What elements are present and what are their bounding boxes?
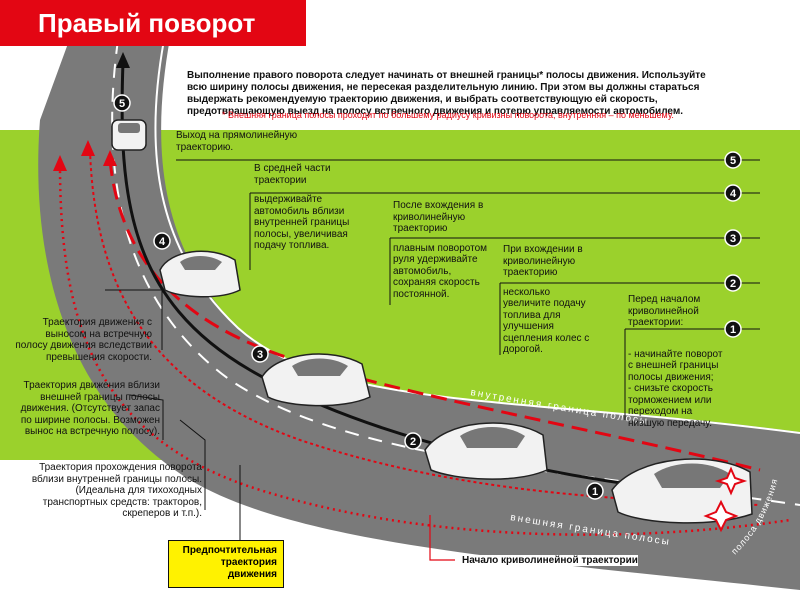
- road-surface: [38, 38, 800, 590]
- svg-text:3: 3: [730, 233, 736, 245]
- curve-start-label: Начало криволинейной траектории: [462, 555, 638, 566]
- stage-1-text: Перед началом криволинейной траектории: …: [628, 294, 723, 429]
- trajectory-outer: [89, 149, 761, 506]
- star-marker: [703, 499, 739, 533]
- svg-text:5: 5: [730, 155, 736, 167]
- trajectory-preferred: [120, 61, 721, 497]
- stage-1-column-marker: 1: [724, 320, 742, 338]
- stage-2-column-marker: 2: [724, 274, 742, 292]
- svg-text:2: 2: [730, 278, 736, 290]
- car-4: [159, 250, 241, 298]
- left-note-inner: Траектория прохождения поворота вблизи в…: [31, 462, 202, 519]
- arrow-head-outer: [81, 140, 95, 156]
- arrow-head-preferred: [116, 52, 130, 68]
- stage-4-text: В средней части траектории выдерживайте …: [254, 163, 350, 251]
- svg-text:2: 2: [410, 436, 416, 448]
- car-3: [261, 353, 371, 407]
- stage-1-marker: 1: [586, 482, 604, 500]
- stage-5-text: Выход на прямолинейную траекторию.: [176, 130, 298, 153]
- stage-4-marker: 4: [153, 232, 171, 250]
- stage-5-column-marker: 5: [724, 151, 742, 169]
- preferred-trajectory-label: Предпочтительная траектория движения: [168, 540, 284, 588]
- svg-text:4: 4: [159, 236, 166, 248]
- left-note-overshoot: Траектория движения с выносом на встречн…: [15, 317, 152, 363]
- stage-3-text: После вхождения в криволинейную траектор…: [393, 200, 488, 300]
- stage-3-column-marker: 3: [724, 229, 742, 247]
- leader-left-2: [129, 394, 164, 440]
- arrow-head-inner: [103, 150, 117, 166]
- svg-text:4: 4: [730, 188, 737, 200]
- stage-2-marker: 2: [404, 432, 422, 450]
- intro-text: Выполнение правого поворота следует начи…: [187, 70, 706, 117]
- svg-text:5: 5: [119, 98, 125, 110]
- leader-left-1: [105, 289, 163, 350]
- arrow-head-overshoot: [53, 155, 67, 171]
- footnote: * Внешняя граница полосы проходит по бол…: [222, 110, 674, 120]
- stage-2-text: При вхождении в криволинейную траекторию…: [503, 244, 590, 355]
- stage-5-marker: 5: [113, 94, 131, 112]
- left-note-outer: Траектория движения вблизи внешней грани…: [20, 380, 160, 437]
- svg-text:1: 1: [592, 486, 598, 498]
- stage-3-marker: 3: [251, 345, 269, 363]
- leader-left-3: [179, 419, 206, 510]
- car-1: [611, 458, 753, 524]
- car-5: [111, 119, 147, 151]
- star-marker: [714, 466, 748, 496]
- svg-text:1: 1: [730, 324, 736, 336]
- leader-curve-start: [429, 515, 455, 561]
- svg-text:3: 3: [257, 349, 263, 361]
- stage-4-column-marker: 4: [724, 184, 742, 202]
- page-title: Правый поворот: [0, 0, 306, 46]
- car-2: [424, 422, 548, 480]
